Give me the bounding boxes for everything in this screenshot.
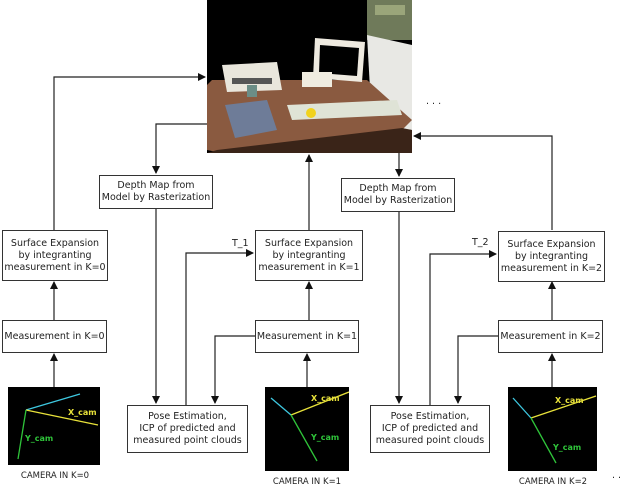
y-cam-label: Y_cam xyxy=(552,443,581,452)
camera-z-axis xyxy=(270,397,292,416)
arrow-surface0-to-scene xyxy=(53,73,206,230)
reconstructed-scene-image xyxy=(207,0,412,153)
transform-label-t2: T_2 xyxy=(472,237,489,248)
arrow-measurement2-to-pose2 xyxy=(454,335,498,404)
camera-frame-k2: X_cam Y_cam xyxy=(508,387,597,471)
arrow-pose1-to-surface1 xyxy=(185,249,254,405)
camera-caption-k0: CAMERA IN K=0 xyxy=(20,471,90,481)
camera-y-axis xyxy=(530,417,557,464)
camera-y-axis xyxy=(17,409,27,460)
camera-x-axis xyxy=(25,409,99,426)
y-cam-label: Y_cam xyxy=(310,433,339,442)
y-cam-label: Y_cam xyxy=(24,434,53,443)
arrow-scene-to-depth1 xyxy=(152,123,207,174)
x-cam-label: X_cam xyxy=(555,396,584,405)
measurement-box-k1: Measurement in K=1 xyxy=(255,320,359,353)
x-cam-label: X_cam xyxy=(311,394,340,403)
surface-expansion-box-k2: Surface Expansion by integranting measur… xyxy=(498,231,605,282)
camera-x-axis xyxy=(530,395,597,419)
camera-y-axis xyxy=(290,414,318,462)
camera-caption-k2: CAMERA IN K=2 xyxy=(518,477,588,487)
measurement-box-k2: Measurement in K=2 xyxy=(498,320,603,353)
arrow-pose2-to-surface2 xyxy=(429,250,497,405)
arrow-measurement1-to-pose1 xyxy=(211,335,255,404)
camera-frame-k1: X_cam Y_cam xyxy=(265,387,350,471)
camera-frame-k0: X_cam Y_cam xyxy=(8,387,100,465)
surface-expansion-box-k0: Surface Expansion by integranting measur… xyxy=(2,230,108,281)
camera-x-axis xyxy=(290,391,350,416)
camera-z-axis xyxy=(25,393,81,411)
arrow-surface2-to-scene xyxy=(413,132,553,230)
measurement-box-k0: Measurement in K=0 xyxy=(2,320,107,353)
depth-map-box-1: Depth Map from Model by Rasterization xyxy=(99,175,213,209)
camera-z-axis xyxy=(512,397,532,419)
x-cam-label: X_cam xyxy=(68,408,97,417)
ellipsis-bottom: . . xyxy=(612,470,622,481)
surface-expansion-box-k1: Surface Expansion by integranting measur… xyxy=(255,230,363,281)
pose-estimation-box-2: Pose Estimation, ICP of predicted and me… xyxy=(370,405,490,453)
pose-estimation-box-1: Pose Estimation, ICP of predicted and me… xyxy=(127,405,248,453)
depth-map-box-2: Depth Map from Model by Rasterization xyxy=(341,178,455,212)
ellipsis-top: . . . xyxy=(426,96,442,107)
transform-label-t1: T_1 xyxy=(232,238,249,249)
camera-caption-k1: CAMERA IN K=1 xyxy=(272,477,342,487)
